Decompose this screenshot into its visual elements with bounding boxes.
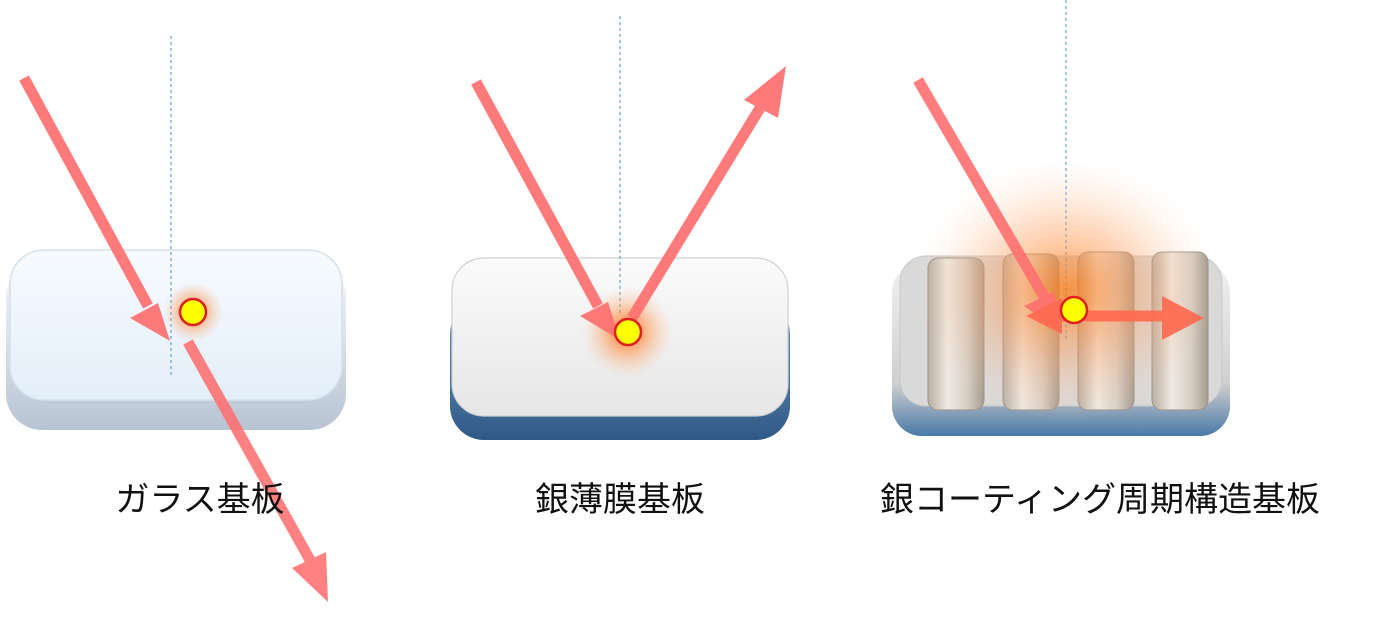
silver-grating-panel <box>892 0 1230 436</box>
surface-wave-arrow-right <box>1080 296 1204 340</box>
glow <box>916 160 1216 420</box>
caption-silver-grating-substrate: 銀コーティング周期構造基板 <box>880 480 1320 520</box>
transmitted-beam <box>183 339 328 602</box>
caption-silver-film-substrate: 銀薄膜基板 <box>535 480 705 520</box>
glass-substrate <box>6 249 346 430</box>
incident-beam <box>471 79 620 340</box>
caption-glass-substrate: ガラス基板 <box>115 480 285 520</box>
molecule-dot-icon <box>613 317 643 347</box>
reflected-beam <box>627 66 786 321</box>
molecule-dot-icon <box>1059 295 1089 325</box>
molecule-dot-icon <box>178 297 208 327</box>
glass-panel <box>6 36 346 602</box>
incident-beam <box>19 75 170 341</box>
silver-film-panel <box>450 16 790 440</box>
